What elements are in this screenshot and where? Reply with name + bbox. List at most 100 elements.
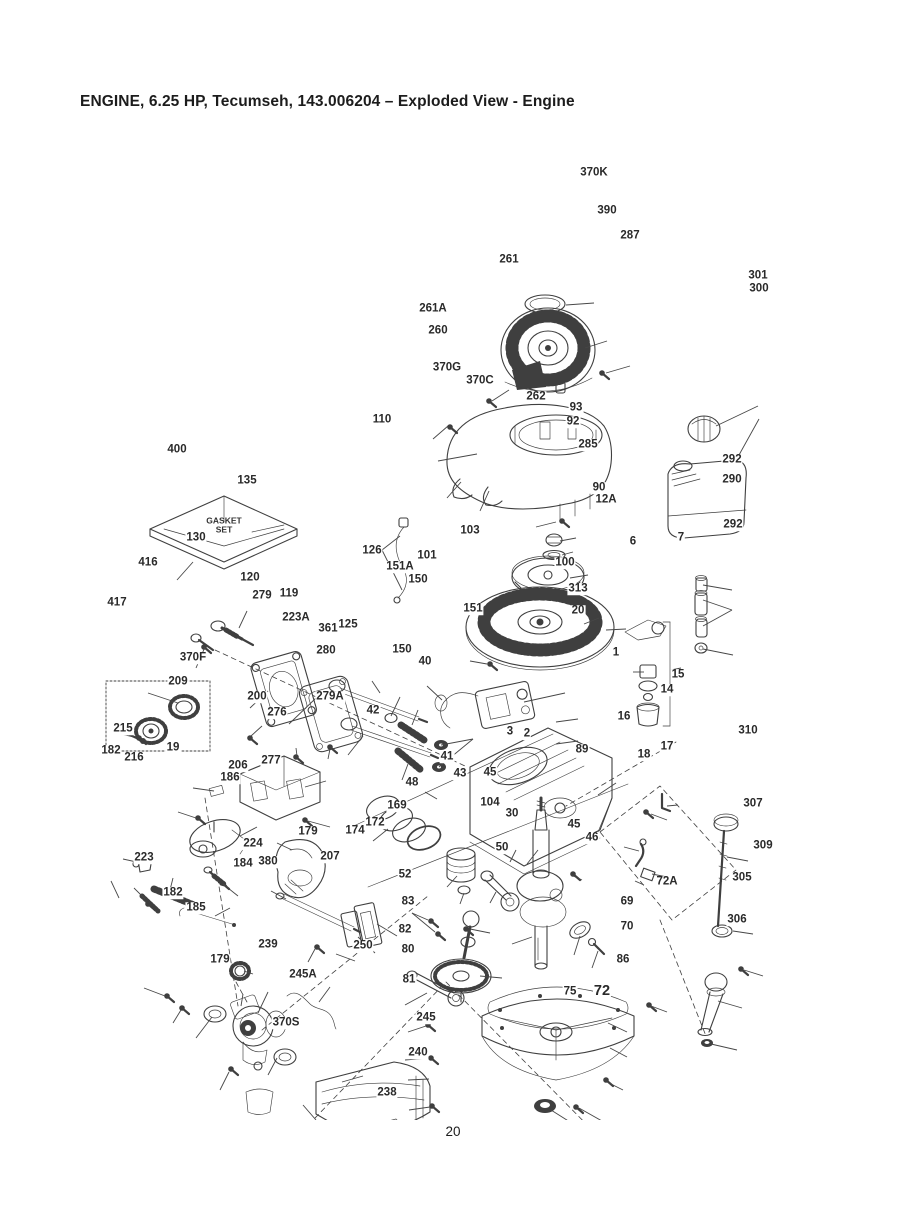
part-label-215: 215 — [112, 722, 134, 735]
leader-line-179 — [307, 948, 316, 963]
inset-box-drawing — [105, 680, 211, 752]
blower-housing-drawing — [446, 404, 613, 521]
page-title: ENGINE, 6.25 HP, Tecumseh, 143.006204 – … — [80, 93, 575, 110]
part-label-261: 261 — [498, 253, 520, 266]
fastener-screw-icon — [201, 644, 213, 655]
part-label-240: 240 — [407, 1046, 429, 1059]
leader-line-306 — [710, 1043, 738, 1051]
part-label-279A: 279A — [315, 690, 345, 703]
leader-line-223A — [295, 747, 298, 757]
leader-line-151 — [440, 738, 474, 746]
part-label-45: 45 — [482, 766, 498, 779]
part-label-42: 42 — [365, 704, 381, 717]
part-label-101: 101 — [416, 549, 438, 562]
leader-line-101 — [426, 685, 443, 701]
part-label-126: 126 — [361, 544, 383, 557]
part-label-305: 305 — [731, 871, 753, 884]
fastener-screw-icon — [599, 370, 611, 381]
part-label-417: 417 — [106, 596, 128, 609]
fuel-tank-drawing — [667, 415, 747, 539]
leader-line-45 — [489, 891, 497, 904]
part-label-2: 2 — [522, 727, 532, 740]
leader-line-150 — [401, 763, 409, 781]
part-label-416: 416 — [137, 556, 159, 569]
muffler-group-drawing — [245, 1061, 431, 1120]
part-label-75: 75 — [562, 985, 578, 998]
part-label-292: 292 — [722, 518, 744, 531]
part-label-16: 16 — [616, 710, 632, 723]
leader-line-290 — [702, 609, 733, 627]
leader-line-186 — [214, 907, 231, 917]
oil-fill-tube-drawing — [697, 972, 728, 1047]
leader-line-174 — [335, 953, 356, 962]
part-label-83: 83 — [400, 895, 416, 908]
part-label-150: 150 — [407, 573, 429, 586]
tappet-rod-drawing — [406, 970, 465, 1007]
part-label-45: 45 — [566, 818, 582, 831]
part-label-370F: 370F — [178, 651, 208, 664]
leader-line-80 — [407, 1078, 430, 1081]
fasteners — [136, 370, 750, 1115]
leader-line-110 — [381, 535, 401, 551]
part-label-279: 279 — [251, 589, 273, 602]
part-label-1: 1 — [611, 646, 621, 659]
part-label-285: 285 — [577, 438, 599, 451]
part-label-172: 172 — [364, 816, 386, 829]
part-label-90: 90 — [591, 481, 607, 494]
leader-line-223 — [143, 987, 166, 997]
flywheel-drawing — [465, 586, 615, 671]
leader-line-18 — [634, 880, 645, 886]
part-label-151A: 151A — [385, 560, 415, 573]
part-label-104: 104 — [479, 796, 501, 809]
leader-line-206 — [222, 883, 239, 897]
part-label-50: 50 — [494, 841, 510, 854]
leader-line-277 — [270, 890, 287, 900]
part-label-80: 80 — [400, 943, 416, 956]
piston-drawing — [446, 847, 476, 895]
part-label-182: 182 — [100, 744, 122, 757]
leader-line-15 — [666, 804, 679, 807]
part-label-277: 277 — [260, 754, 282, 767]
part-label-52: 52 — [397, 868, 413, 881]
part-label-15: 15 — [670, 668, 686, 681]
part-label-14: 14 — [659, 683, 675, 696]
fastener-screw-icon — [646, 1002, 658, 1013]
spark-plug-drawing — [210, 620, 255, 647]
part-label-6: 6 — [628, 535, 638, 548]
leader-line-361 — [327, 748, 331, 760]
leader-line-182 — [110, 880, 120, 899]
part-label-151: 151 — [462, 602, 484, 615]
fastener-screw-icon — [302, 817, 314, 828]
part-label-81: 81 — [401, 973, 417, 986]
part-label-216: 216 — [123, 751, 145, 764]
leader-line-92 — [561, 551, 574, 556]
fastener-screw-icon — [428, 918, 440, 929]
part-label-260: 260 — [427, 324, 449, 337]
leader-line-93 — [559, 537, 577, 542]
part-label-179: 179 — [297, 825, 319, 838]
fastener-screw-icon — [179, 1005, 191, 1016]
leader-line-52 — [404, 992, 428, 1006]
breather-parts-drawing — [636, 621, 671, 727]
part-label-100: 100 — [554, 556, 576, 569]
part-label-209: 209 — [167, 675, 189, 688]
leader-line-42 — [372, 828, 389, 842]
part-label-72: 72 — [592, 982, 612, 999]
fastener-screw-icon — [447, 424, 459, 435]
part-label-287: 287 — [619, 229, 641, 242]
part-label-43: 43 — [452, 767, 468, 780]
dipstick-drawing — [711, 813, 739, 938]
leader-line-81 — [408, 1106, 431, 1111]
leader-line-75 — [550, 1109, 568, 1120]
part-label-370K: 370K — [579, 166, 609, 179]
fastener-screw-icon — [428, 1055, 440, 1066]
part-label-223: 223 — [133, 851, 155, 864]
part-label-135: 135 — [236, 474, 258, 487]
part-label-223A: 223A — [281, 611, 311, 624]
part-label-89: 89 — [574, 743, 590, 756]
part-label-179: 179 — [209, 953, 231, 966]
part-label-186: 186 — [219, 771, 241, 784]
recoil-starter-drawing — [500, 307, 596, 394]
part-label-182: 182 — [162, 886, 184, 899]
part-label-370C: 370C — [465, 374, 495, 387]
